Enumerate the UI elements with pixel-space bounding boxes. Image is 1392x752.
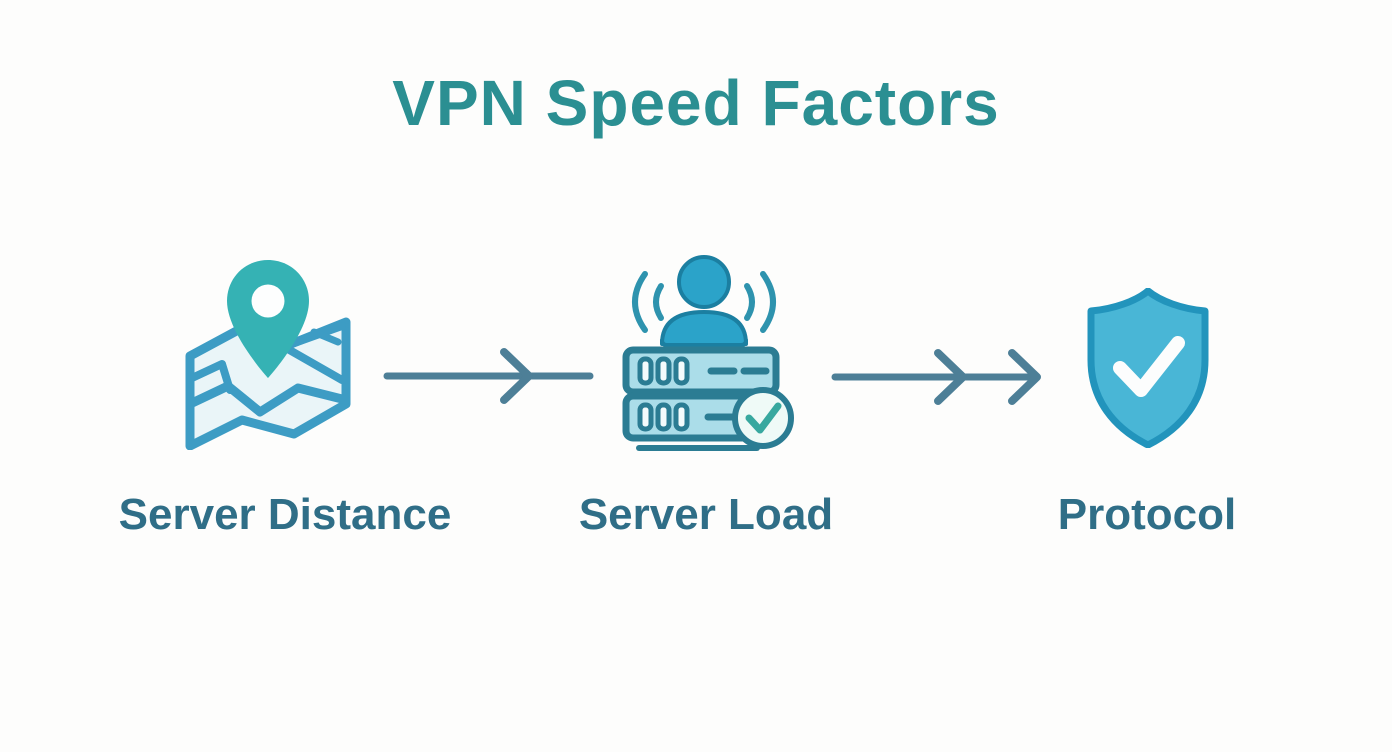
double-arrow-right-icon (831, 349, 1041, 405)
arrow-right-icon (383, 348, 594, 404)
server-user-icon (615, 250, 797, 464)
factor-label-protocol: Protocol (1057, 490, 1237, 539)
shield-check-icon (1078, 288, 1218, 448)
map-pin-icon (182, 258, 356, 450)
page-title: VPN Speed Factors (392, 67, 1000, 139)
factor-label-server-load: Server Load (578, 490, 834, 539)
factor-label-server-distance: Server Distance (118, 490, 452, 539)
